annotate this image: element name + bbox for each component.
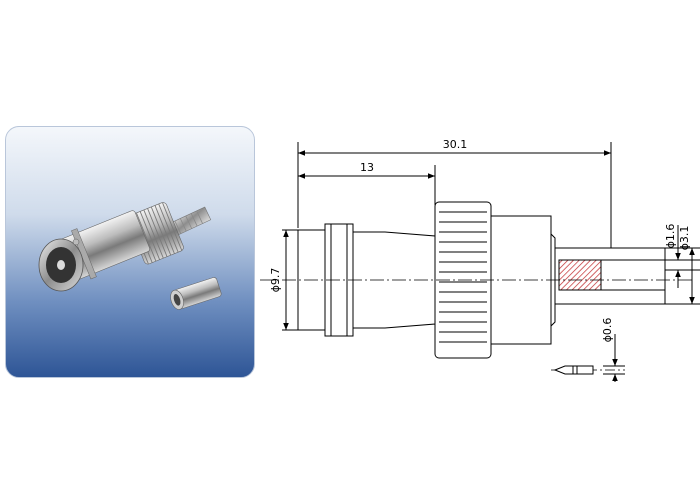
body-length-label: 13 — [360, 161, 374, 174]
inner-diameter-label: ϕ1.6 — [664, 224, 677, 249]
outer-diameter-label: ϕ3.1 — [678, 226, 691, 251]
body-diameter-label: ϕ9.7 — [269, 268, 282, 293]
cable-section — [554, 247, 666, 305]
crimp-ferrule — [170, 277, 222, 310]
technical-drawing: 30.1 13 ϕ9.7 ϕ1.6 ϕ3.1 ϕ0.6 — [260, 138, 700, 382]
bnc-connector-photo — [38, 202, 222, 310]
knurl-ridges — [439, 211, 487, 343]
product-photo-panel — [5, 126, 255, 378]
extension-lines — [297, 142, 700, 271]
bayonet-front — [38, 238, 84, 292]
pin-diameter-label: ϕ0.6 — [601, 318, 614, 343]
overall-length-label: 30.1 — [443, 138, 468, 151]
contact-pin-detail — [551, 334, 625, 382]
